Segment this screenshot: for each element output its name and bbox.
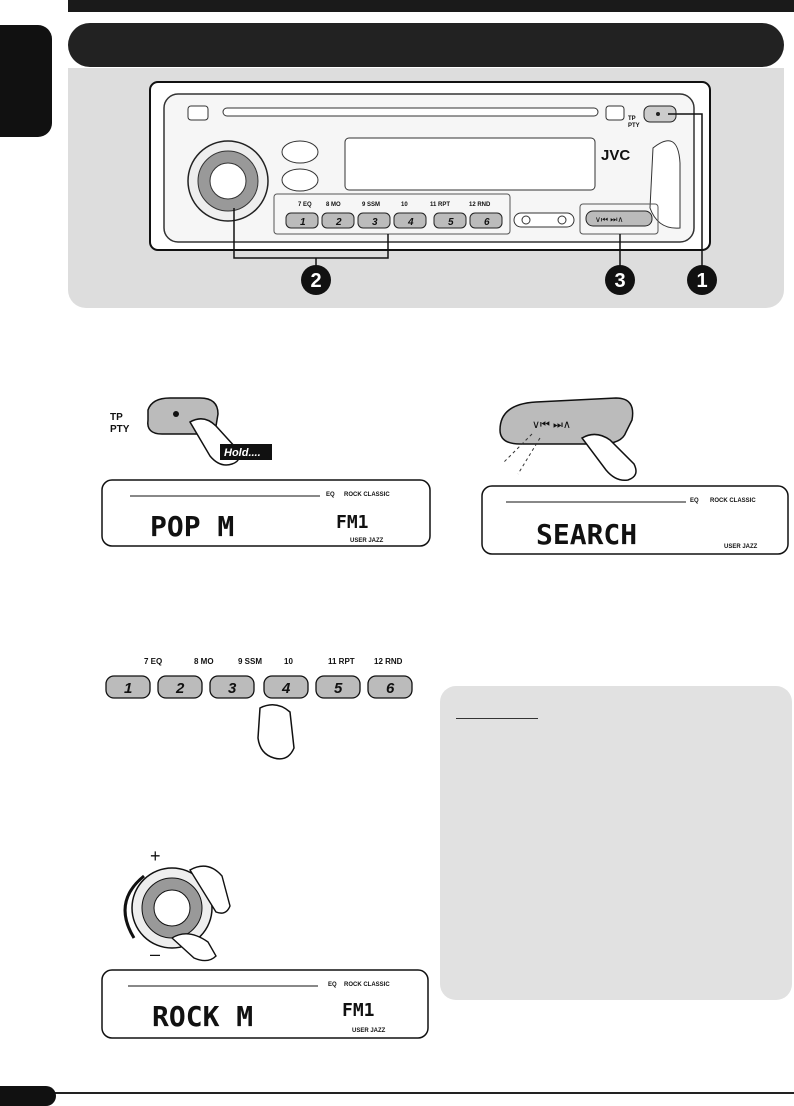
brand-logo: JVC bbox=[601, 147, 630, 164]
language-side-tab bbox=[0, 25, 52, 137]
tp-label: TP bbox=[628, 116, 636, 122]
svg-text:∨⏮ ⏭∧: ∨⏮ ⏭∧ bbox=[532, 419, 571, 431]
svg-text:8 MO: 8 MO bbox=[326, 202, 341, 208]
svg-text:EQ: EQ bbox=[690, 498, 699, 504]
preset-button-row-large: 1 2 3 4 5 6 bbox=[105, 675, 413, 699]
callout-2: 2 bbox=[301, 265, 331, 295]
svg-text:10: 10 bbox=[284, 657, 293, 666]
svg-text:2: 2 bbox=[335, 217, 342, 228]
source-button bbox=[281, 140, 319, 164]
aux-input bbox=[513, 212, 575, 228]
tp-pty-step-illustration: TP PTY Hold.... EQ ROCK CLASSIC POP M FM… bbox=[101, 397, 431, 547]
preset-label-row: 7 EQ 8 MO 9 SSM 10 11 RPT 12 RND bbox=[298, 202, 491, 208]
svg-text:12 RND: 12 RND bbox=[374, 657, 403, 666]
control-dial-center bbox=[209, 162, 247, 200]
svg-text:Hold....: Hold.... bbox=[224, 447, 261, 459]
svg-text:9 SSM: 9 SSM bbox=[362, 202, 380, 208]
svg-text:∨⏮ ⏭∧: ∨⏮ ⏭∧ bbox=[595, 215, 623, 224]
display-search-text: SEARCH bbox=[536, 518, 637, 551]
pty-label: PTY bbox=[628, 123, 640, 129]
svg-text:11 RPT: 11 RPT bbox=[430, 202, 450, 208]
pressing-finger-right bbox=[580, 433, 637, 482]
svg-text:7 EQ: 7 EQ bbox=[298, 202, 312, 208]
note-heading-rule bbox=[456, 718, 538, 719]
disc-slot bbox=[222, 107, 599, 117]
preset-step-illustration: 7 EQ 8 MO 9 SSM 10 11 RPT 12 RND 1 2 3 4… bbox=[105, 657, 413, 760]
minus-sign: – bbox=[150, 944, 160, 964]
svg-text:10: 10 bbox=[401, 202, 408, 208]
preset-label-row-large: 7 EQ 8 MO 9 SSM 10 11 RPT 12 RND bbox=[144, 657, 403, 666]
svg-text:1: 1 bbox=[124, 680, 132, 697]
svg-text:2: 2 bbox=[310, 270, 321, 292]
svg-text:4: 4 bbox=[407, 217, 414, 228]
finger-top bbox=[189, 865, 231, 914]
svg-text:ROCK CLASSIC: ROCK CLASSIC bbox=[710, 498, 756, 504]
svg-text:EQ: EQ bbox=[328, 982, 337, 988]
svg-text:7 EQ: 7 EQ bbox=[144, 657, 162, 666]
car-receiver-illustration: TP PTY JVC 7 EQ 8 MO 9 SSM 10 11 RPT 12 … bbox=[149, 81, 717, 295]
svg-text:4: 4 bbox=[281, 680, 291, 697]
section-title-bar bbox=[68, 23, 784, 67]
svg-text:ROCK CLASSIC: ROCK CLASSIC bbox=[344, 492, 390, 498]
svg-text:5: 5 bbox=[334, 680, 343, 697]
search-step-illustration: ∨⏮ ⏭∧ EQ ROCK CLASSIC SEARCH USER JAZZ bbox=[481, 397, 789, 555]
preset-group-outline bbox=[273, 193, 511, 235]
lcd-display-rock bbox=[101, 969, 429, 1039]
svg-text:5: 5 bbox=[448, 217, 454, 228]
lcd-display-search bbox=[481, 485, 789, 555]
top-bar bbox=[68, 0, 794, 12]
display-main-text: POP M bbox=[150, 510, 234, 543]
dial-step-illustration: + – EQ ROCK CLASSIC ROCK M FM1 USER JAZZ bbox=[101, 846, 429, 1039]
svg-text:ROCK CLASSIC: ROCK CLASSIC bbox=[344, 982, 390, 988]
preset-button-row: 1 2 3 4 5 6 bbox=[285, 212, 503, 229]
mode-button bbox=[281, 168, 319, 192]
display-rock-text: ROCK M bbox=[152, 1000, 253, 1033]
svg-text:2: 2 bbox=[175, 680, 185, 697]
svg-text:USER JAZZ: USER JAZZ bbox=[352, 1028, 386, 1034]
page-number-tab bbox=[0, 1086, 56, 1106]
svg-text:3: 3 bbox=[614, 270, 625, 292]
svg-text:PTY: PTY bbox=[110, 424, 130, 435]
svg-text:TP: TP bbox=[110, 412, 123, 423]
svg-text:11 RPT: 11 RPT bbox=[328, 657, 355, 666]
hold-badge bbox=[220, 444, 272, 460]
eject-button bbox=[605, 105, 625, 121]
plus-sign: + bbox=[150, 846, 161, 866]
svg-text:USER JAZZ: USER JAZZ bbox=[724, 544, 758, 550]
finger-bottom bbox=[170, 933, 217, 962]
svg-text:EQ: EQ bbox=[326, 492, 335, 498]
svg-text:1: 1 bbox=[300, 217, 306, 228]
display-band-text: FM1 bbox=[336, 512, 369, 533]
right-wing bbox=[649, 140, 681, 229]
release-button bbox=[187, 105, 209, 121]
svg-text:8 MO: 8 MO bbox=[194, 657, 214, 666]
svg-text:3: 3 bbox=[228, 680, 237, 697]
callout-3: 3 bbox=[605, 265, 635, 295]
dial-center-large bbox=[153, 889, 191, 927]
note-callout-box bbox=[440, 686, 792, 1000]
svg-text:6: 6 bbox=[386, 680, 395, 697]
svg-text:6: 6 bbox=[484, 217, 490, 228]
seek-button bbox=[585, 210, 653, 227]
display-band-text-rock: FM1 bbox=[342, 1000, 375, 1021]
footer-rule bbox=[0, 1092, 794, 1094]
svg-text:1: 1 bbox=[696, 270, 707, 292]
pressing-finger-preset bbox=[257, 704, 295, 760]
svg-text:3: 3 bbox=[372, 217, 378, 228]
seek-group-outline bbox=[579, 203, 659, 235]
callout-1: 1 bbox=[687, 265, 717, 295]
seek-button-large bbox=[499, 397, 634, 445]
svg-text:9 SSM: 9 SSM bbox=[238, 657, 262, 666]
svg-text:USER JAZZ: USER JAZZ bbox=[350, 538, 384, 544]
svg-text:12 RND: 12 RND bbox=[469, 202, 491, 208]
display-window bbox=[344, 137, 596, 191]
